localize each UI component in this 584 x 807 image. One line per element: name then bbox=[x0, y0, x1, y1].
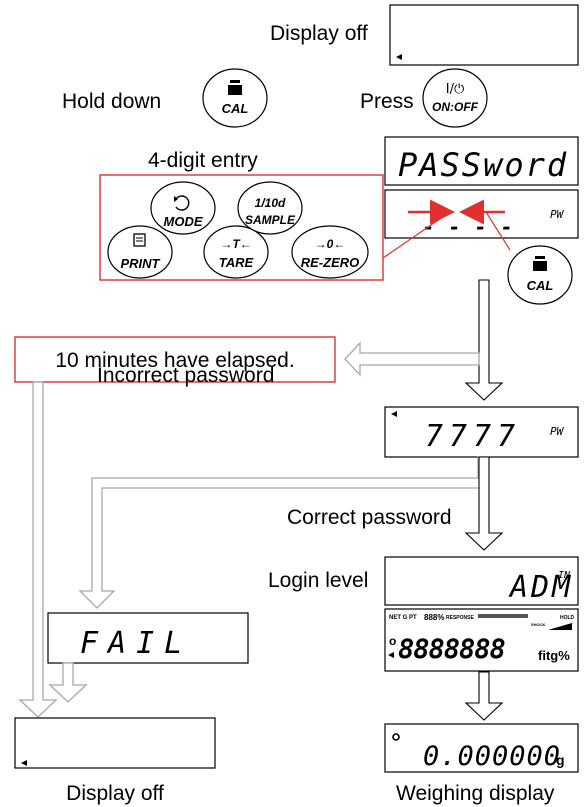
print-label: PRINT bbox=[121, 256, 161, 271]
fail-text: FAIL bbox=[80, 626, 192, 661]
timeout-down-arrow bbox=[18, 381, 58, 718]
hold-down-label: Hold down bbox=[62, 90, 161, 113]
four-digit-entry-label: 4-digit entry bbox=[148, 149, 258, 172]
all-segments-display: NET G PT 888% RESPONSE HOLD SHOCK o 8888… bbox=[384, 608, 579, 672]
weight-icon bbox=[228, 80, 242, 95]
correct-flow-arrow bbox=[464, 456, 504, 551]
re-zero-arrow-label: →0← bbox=[315, 237, 346, 251]
display-off-top-screen bbox=[389, 4, 579, 66]
tare-button[interactable]: →T← TARE bbox=[203, 225, 269, 279]
mode-label: MODE bbox=[164, 214, 203, 229]
sample-top-label: 1/10d bbox=[255, 196, 286, 210]
admin-text: ADM bbox=[508, 570, 573, 605]
password-display: PASSword bbox=[384, 136, 579, 186]
tare-arrow-label: →T← bbox=[220, 237, 251, 251]
weight-icon-side bbox=[533, 256, 547, 271]
seg-response-label: RESPONSE bbox=[446, 615, 474, 621]
weighing-value: 0.000000 bbox=[423, 741, 561, 772]
weighing-display: 0.000000 g bbox=[384, 723, 579, 773]
power-icon: I/⏻ bbox=[446, 82, 465, 97]
stable-mark bbox=[392, 733, 400, 741]
admin-sup: IN bbox=[558, 570, 571, 581]
display-off-top-label: Display off bbox=[270, 22, 368, 45]
sample-label: SAMPLE bbox=[245, 213, 296, 227]
cycle-icon bbox=[174, 195, 190, 211]
timeout-label: 10 minutes have elapsed. bbox=[55, 349, 294, 372]
cal-side-label: CAL bbox=[527, 278, 554, 293]
weighing-flow-arrow bbox=[464, 671, 504, 721]
code-display: 7777 PW bbox=[384, 406, 579, 458]
keypad-connector-line bbox=[382, 211, 451, 259]
weighing-display-label: Weighing display bbox=[396, 782, 555, 805]
print-button[interactable]: PRINT bbox=[107, 225, 173, 279]
entry-display: - - - - PW bbox=[384, 189, 579, 239]
sample-button[interactable]: 1/10d SAMPLE bbox=[237, 181, 303, 235]
code-pw-tag: PW bbox=[550, 425, 565, 438]
code-text: 7777 bbox=[425, 419, 521, 454]
press-label: Press bbox=[360, 90, 414, 113]
on-off-button[interactable]: I/⏻ ON:OFF bbox=[422, 68, 488, 128]
cal-label: CAL bbox=[222, 101, 249, 116]
printer-icon bbox=[133, 233, 146, 247]
flow-arrow-to-code bbox=[464, 279, 504, 401]
seg-net-label: NET G PT bbox=[389, 615, 417, 621]
keypad-highlight-box bbox=[99, 174, 384, 281]
seg-left-arrow bbox=[388, 652, 394, 658]
fail-to-off-arrow bbox=[48, 662, 88, 703]
timeout-box bbox=[14, 336, 336, 383]
seg-shock-label: SHOCK bbox=[531, 622, 546, 627]
on-off-label: ON:OFF bbox=[432, 100, 479, 114]
password-text: PASSword bbox=[398, 146, 568, 184]
seg-pct-label: 888% bbox=[424, 613, 444, 622]
fail-display: FAIL bbox=[47, 612, 249, 664]
correct-password-label: Correct password bbox=[287, 506, 452, 529]
weighing-unit: g bbox=[556, 752, 565, 768]
incorrect-password-label: Incorrect password bbox=[97, 364, 274, 387]
tare-label: TARE bbox=[219, 255, 254, 270]
re-zero-label: RE-ZERO bbox=[301, 255, 360, 270]
seg-units: fitg% bbox=[538, 648, 570, 663]
entry-pw-tag: PW bbox=[550, 208, 565, 221]
seg-level-wedge bbox=[548, 623, 572, 630]
entry-dashes: - - - - bbox=[422, 215, 513, 239]
seg-response-bar bbox=[478, 614, 528, 618]
seg-side-marker: o bbox=[389, 634, 396, 648]
admin-display: ADM IN bbox=[384, 556, 579, 606]
mode-button[interactable]: MODE bbox=[150, 181, 216, 235]
display-off-bottom-screen bbox=[14, 717, 216, 769]
cal-button-top[interactable]: CAL bbox=[202, 68, 268, 128]
cal-button-side[interactable]: CAL bbox=[507, 245, 573, 305]
seg-hold-label: HOLD bbox=[560, 615, 575, 621]
seg-digits: 8888888 bbox=[398, 634, 505, 665]
cal-connector-line bbox=[485, 211, 511, 251]
timeout-gray-arrow bbox=[344, 341, 480, 377]
display-off-bottom-label: Display off bbox=[66, 782, 164, 805]
login-level-label: Login level bbox=[268, 569, 368, 592]
re-zero-button[interactable]: →0← RE-ZERO bbox=[291, 225, 369, 279]
